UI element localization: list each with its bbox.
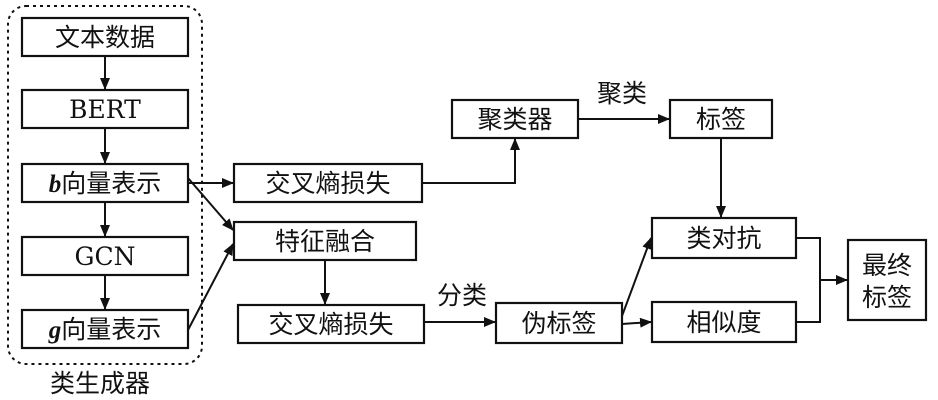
node-b-vector-label: b向量表示 (49, 169, 162, 198)
node-pseudo-tag: 伪标签 (494, 301, 624, 345)
node-clusterer: 聚类器 (450, 98, 580, 140)
class-generator-label: 类生成器 (50, 369, 150, 398)
node-b-vector: b向量表示 (20, 162, 190, 204)
node-tag-label: 标签 (696, 105, 746, 134)
edge-gvec-to-fusion (187, 243, 234, 331)
node-clusterer-label: 聚类器 (477, 105, 552, 134)
node-tag: 标签 (668, 98, 774, 140)
b-variable: b (49, 171, 62, 198)
edge-pseudo-to-adversarial (621, 237, 652, 317)
node-gcn: GCN (20, 235, 190, 277)
node-bert: BERT (20, 88, 190, 130)
edge-merge-bracket (796, 237, 821, 323)
node-final-tag-line2: 标签 (862, 283, 912, 312)
node-final-tag-line1: 最终 (862, 251, 912, 280)
edge-pseudo-to-similarity (621, 317, 652, 328)
g-vector-rest: 向量表示 (61, 315, 161, 344)
node-cross-entropy-1-label: 交叉熵损失 (265, 169, 390, 198)
node-similarity-label: 相似度 (686, 308, 761, 337)
edge-label-classification: 分类 (437, 281, 487, 310)
node-g-vector: g向量表示 (20, 308, 190, 350)
edge-label-clustering: 聚类 (597, 79, 647, 108)
node-feature-fusion-label: 特征融合 (275, 227, 375, 256)
node-gcn-label: GCN (75, 242, 136, 271)
node-class-adversarial-label: 类对抗 (686, 224, 761, 253)
node-similarity: 相似度 (650, 300, 798, 344)
g-variable: g (48, 317, 62, 344)
node-cross-entropy-2: 交叉熵损失 (236, 303, 426, 345)
class-generator-group (7, 5, 203, 365)
node-pseudo-tag-label: 伪标签 (521, 309, 596, 338)
node-final-tag: 最终 标签 (846, 238, 928, 322)
b-vector-rest: 向量表示 (61, 169, 161, 198)
node-text-data-label: 文本数据 (55, 23, 155, 52)
node-text-data: 文本数据 (20, 16, 190, 58)
edge-bvec-to-fusion (187, 177, 234, 231)
edge-ce1-to-clusterer (422, 138, 520, 184)
node-cross-entropy-2-label: 交叉熵损失 (268, 310, 393, 339)
node-feature-fusion: 特征融合 (232, 220, 418, 262)
node-cross-entropy-1: 交叉熵损失 (232, 162, 424, 204)
node-bert-label: BERT (69, 95, 141, 124)
node-g-vector-label: g向量表示 (48, 315, 162, 344)
node-class-adversarial: 类对抗 (650, 216, 798, 260)
